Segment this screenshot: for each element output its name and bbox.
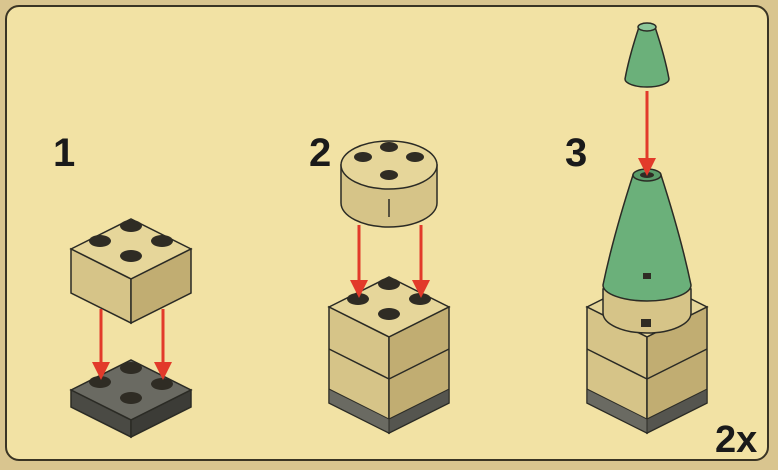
dark-gray-plate-2x2 <box>69 359 193 439</box>
tan-round-brick-2x2 <box>340 140 438 228</box>
step1-arrows <box>92 309 172 380</box>
instruction-panel: 1 2 3 2x <box>5 5 769 461</box>
step-number-2: 2 <box>309 131 332 175</box>
tan-brick-stack <box>327 276 451 435</box>
step-number-3: 3 <box>565 131 588 175</box>
step2-arrows <box>350 225 430 298</box>
green-cone-large <box>602 168 692 302</box>
quantity-multiplier: 2x <box>715 419 758 461</box>
assembly-illustration <box>69 22 709 439</box>
tan-round-brick-step3 <box>602 288 692 334</box>
tan-brick-2x2 <box>69 218 193 325</box>
green-cone-small <box>624 22 670 88</box>
step-number-1: 1 <box>53 131 76 175</box>
